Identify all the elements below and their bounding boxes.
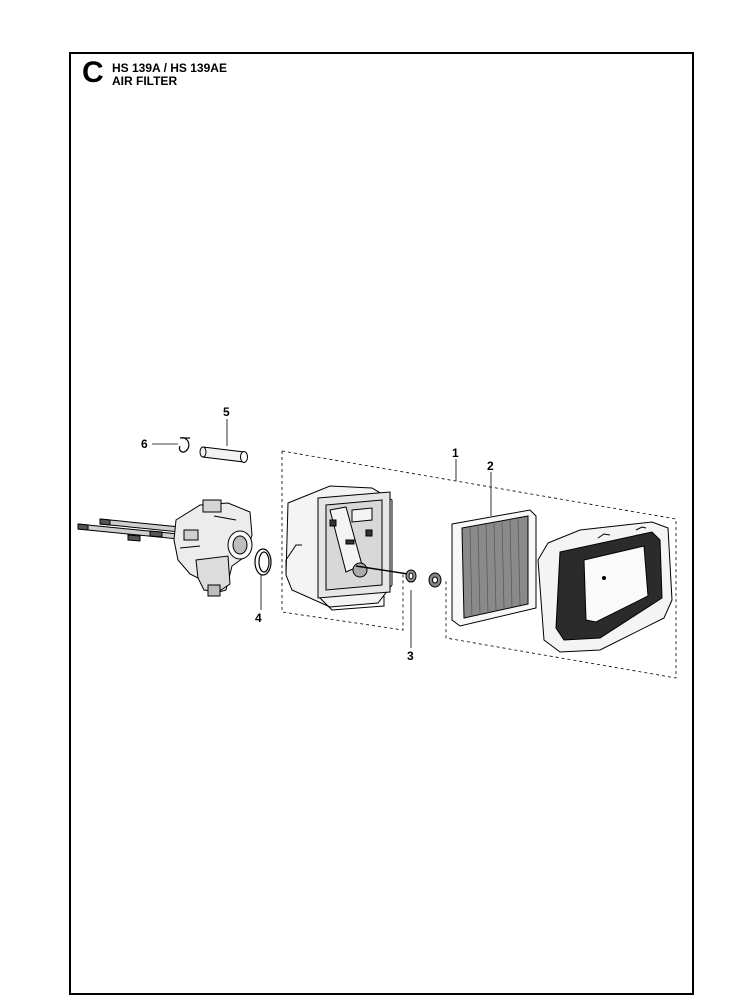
breather-hose: [199, 446, 248, 463]
filter-element: [451, 509, 537, 627]
callout-5: 5: [223, 405, 230, 419]
stud-bolts: [77, 518, 191, 542]
mounting-bolt-and-nuts: [355, 565, 442, 588]
callout-1: 1: [452, 446, 459, 460]
air-filter-cover: [537, 521, 673, 653]
page-frame: [69, 52, 694, 995]
hose-clamp: [178, 437, 190, 453]
section-letter: C: [82, 56, 104, 89]
model-title: HS 139A / HS 139AE: [112, 61, 227, 75]
callout-2: 2: [487, 459, 494, 473]
air-filter-base: [285, 485, 393, 611]
section-title: AIR FILTER: [112, 74, 178, 88]
gasket-ring: [254, 548, 272, 576]
assembly-outline-1: [281, 450, 677, 679]
callout-3: 3: [407, 649, 414, 663]
carburetor: [173, 499, 253, 597]
callout-4: 4: [255, 611, 262, 625]
callout-6: 6: [141, 437, 148, 451]
title-block: HS 139A / HS 139AE AIR FILTER: [112, 62, 227, 88]
